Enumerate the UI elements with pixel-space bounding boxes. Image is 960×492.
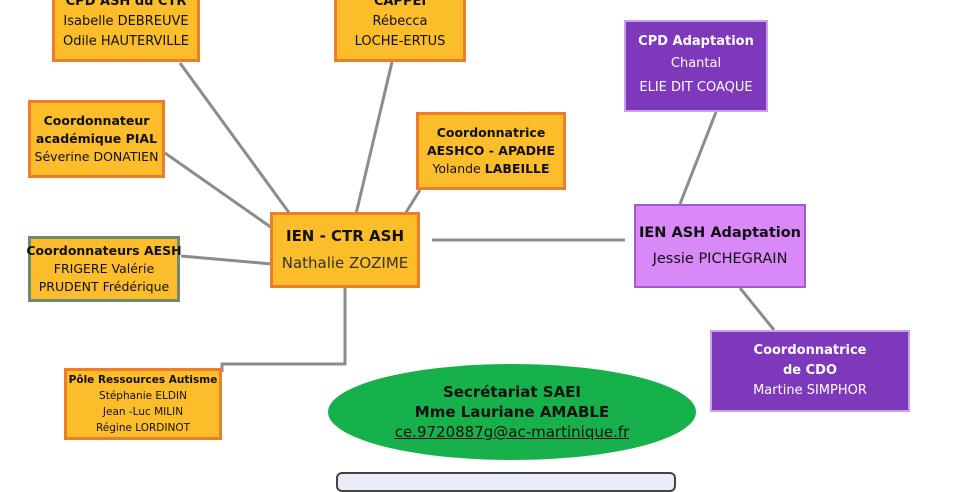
node-title: Coordonnateurs AESH (26, 243, 182, 258)
node-title: CPD ASH du CTR (65, 0, 187, 9)
node-name: LOCHE-ERTUS (354, 34, 446, 49)
node-name: Jean -Luc MILIN (102, 406, 184, 418)
node-last-name: LABEILLE (484, 161, 550, 176)
node-title: Coordonnatrice (753, 343, 867, 358)
link-adapt-cpd (678, 111, 718, 205)
node-coord-cdo: Coordonnatrice de CDO Martine SIMPHOR (710, 330, 910, 412)
secretariat-ellipse: Secrétariat SAEI Mme Lauriane AMABLE ce.… (328, 364, 696, 460)
node-name: Rébecca (372, 14, 428, 29)
node-title: IEN - CTR ASH (285, 227, 405, 245)
bottom-panel (336, 472, 676, 492)
link-ctr-cappei (354, 61, 394, 215)
node-name: Odile HAUTERVILLE (63, 34, 189, 49)
node-name: Jessie PICHEGRAIN (652, 251, 788, 267)
node-ien-ash-adaptation: IEN ASH Adaptation Jessie PICHEGRAIN (634, 204, 806, 288)
node-name: Chantal (670, 56, 722, 71)
node-ien-ctr-ash: IEN - CTR ASH Nathalie ZOZIME (270, 212, 420, 288)
node-name: ELIE DIT COAQUE (639, 80, 753, 95)
node-title: CPD Adaptation (638, 34, 754, 49)
node-pole-autisme: Pôle Ressources Autisme Stéphanie ELDIN … (64, 368, 222, 440)
node-name: Martine SIMPHOR (753, 383, 867, 398)
node-coord-aeshco: Coordonnatrice AESHCO - APADHE Yolande L… (416, 112, 566, 190)
node-name: FRIGERE Valérie (53, 261, 155, 276)
node-coord-pial: Coordonnateur académique PIAL Séverine D… (28, 100, 165, 178)
node-title: IEN ASH Adaptation (639, 225, 801, 241)
node-title: académique PIAL (35, 131, 158, 146)
node-cappei: CAPPEI Rébecca LOCHE-ERTUS (334, 0, 466, 62)
link-adapt-cdo (738, 287, 776, 331)
connector-lines (164, 61, 776, 372)
node-coord-aesh: Coordonnateurs AESH FRIGERE Valérie PRUD… (26, 236, 182, 302)
node-name: Nathalie ZOZIME (281, 254, 409, 272)
node-title: CAPPEI (373, 0, 427, 9)
node-name: Régine LORDINOT (95, 422, 191, 434)
secretariat-title: Secrétariat SAEI (442, 383, 582, 401)
secretariat-name: Mme Lauriane AMABLE (414, 403, 610, 421)
link-ctr-aeshco (403, 189, 422, 215)
link-ctr-cpd (178, 62, 292, 215)
node-name: Isabelle DEBREUVE (63, 14, 189, 29)
link-ctr-aesh (180, 254, 273, 266)
node-title: de CDO (782, 363, 838, 378)
node-name: Séverine DONATIEN (34, 149, 159, 164)
node-title: Coordonnatrice (436, 125, 546, 140)
node-cpd-adaptation: CPD Adaptation Chantal ELIE DIT COAQUE (624, 20, 768, 112)
link-ctr-pial (164, 151, 273, 230)
node-cpd-ash-ctr: CPD ASH du CTR Isabelle DEBREUVE Odile H… (52, 0, 200, 62)
link-ctr-autisme (220, 286, 347, 372)
node-name: Yolande LABEILLE (432, 160, 549, 178)
node-title: Coordonnateur (43, 113, 150, 128)
node-name: Stéphanie ELDIN (99, 390, 187, 402)
node-title: Pôle Ressources Autisme (68, 374, 218, 386)
node-first-name: Yolande (432, 161, 481, 176)
node-title: AESHCO - APADHE (426, 143, 556, 158)
node-name: PRUDENT Frédérique (38, 279, 170, 294)
secretariat-email-link[interactable]: ce.9720887g@ac-martinique.fr (394, 423, 630, 441)
